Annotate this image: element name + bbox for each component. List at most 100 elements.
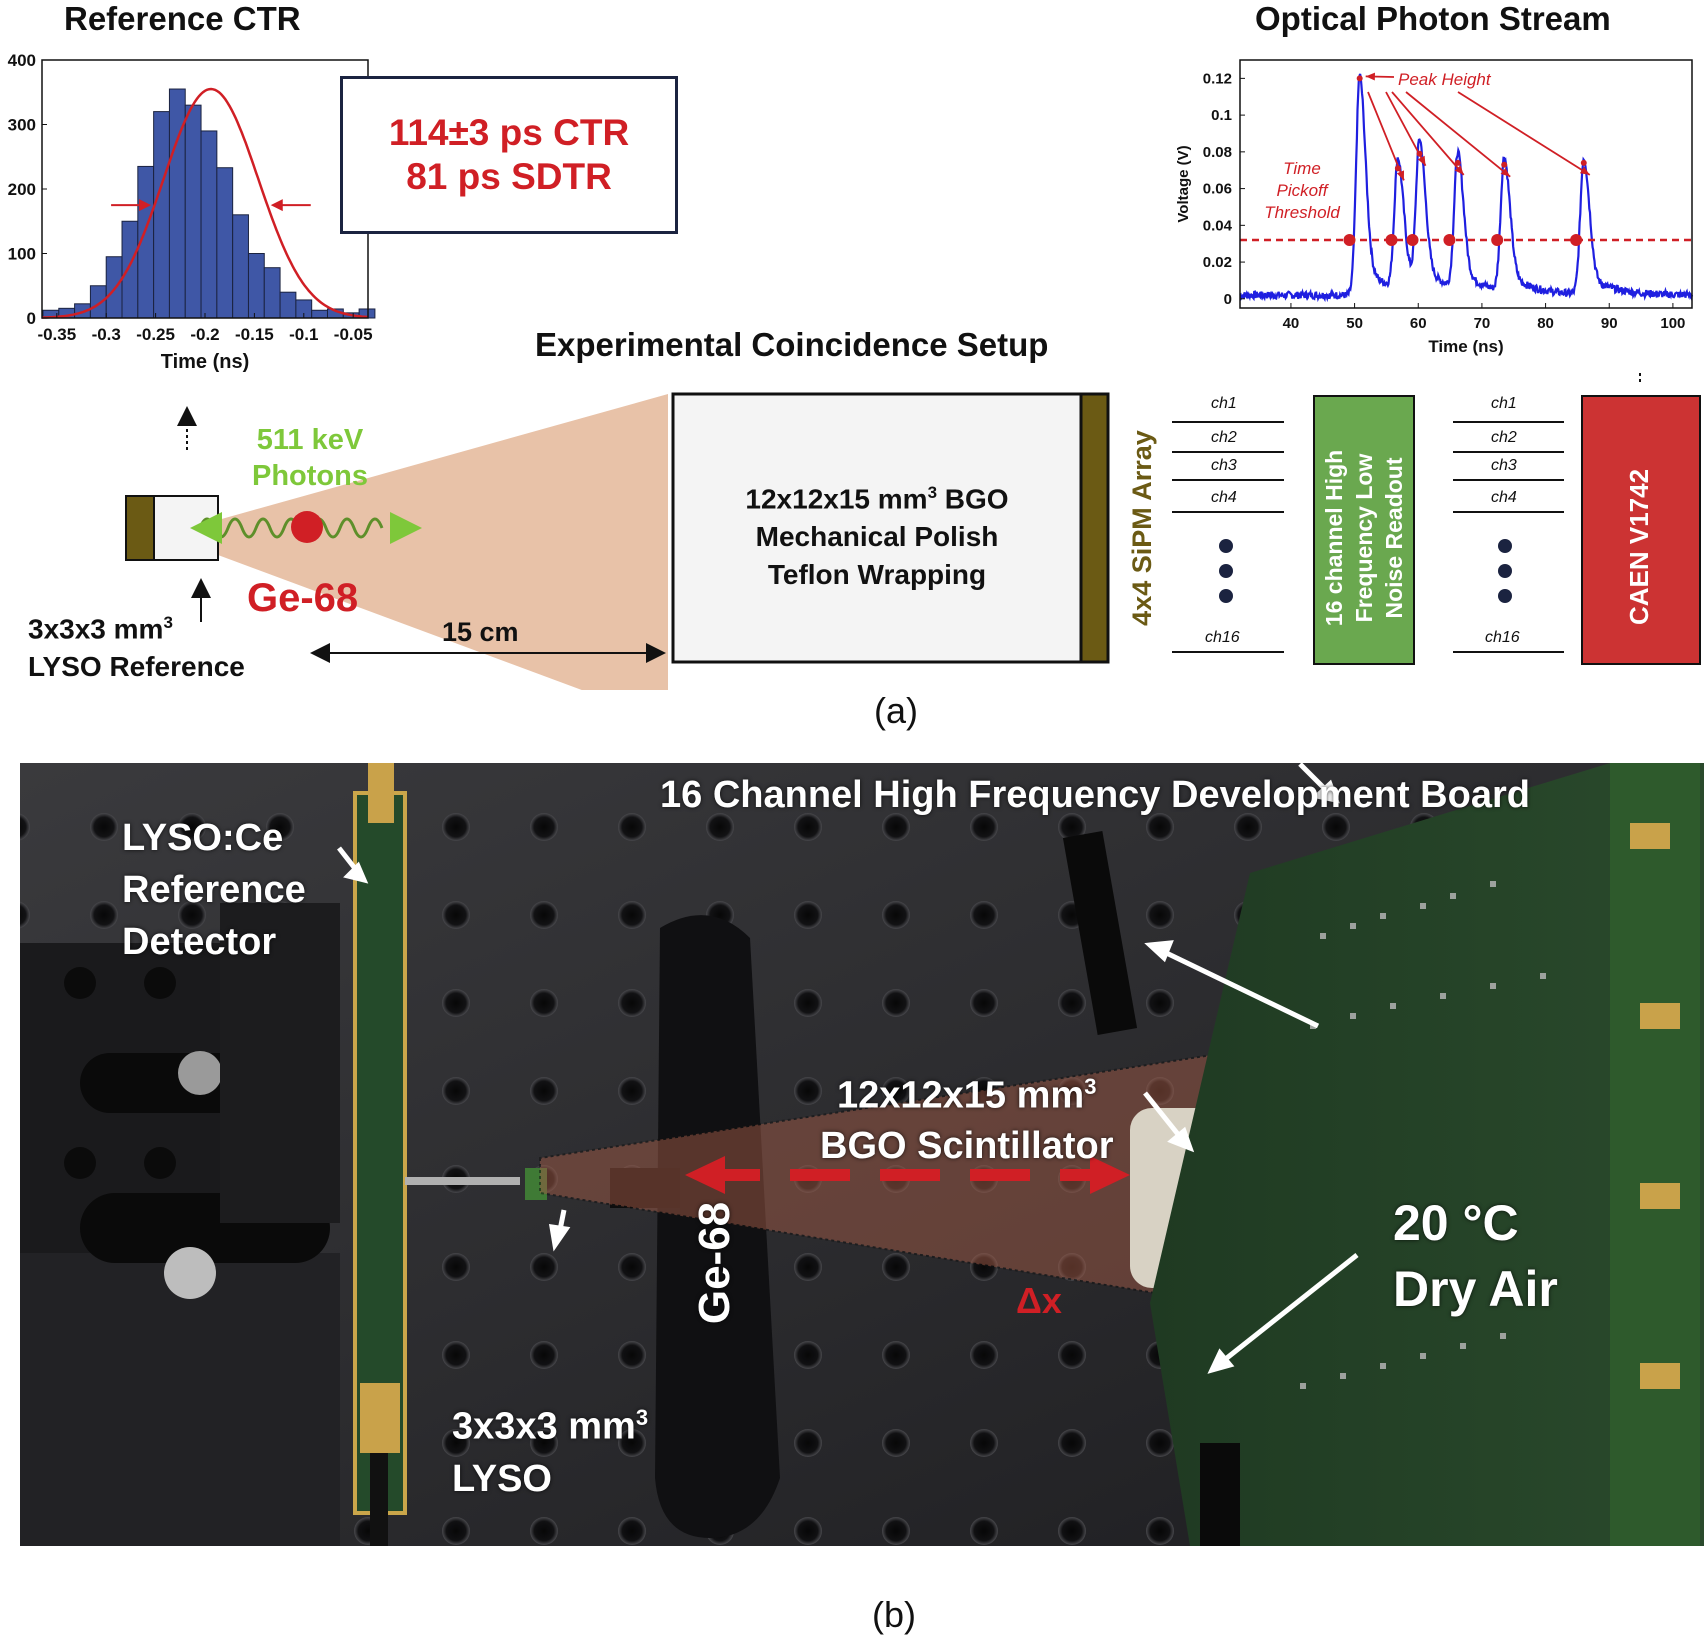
threshold-crossing-point xyxy=(1570,234,1583,247)
channel-label: ch2 xyxy=(1491,429,1517,446)
ctr-chart-title: Reference CTR xyxy=(64,0,301,37)
panel-b-caption: (b) xyxy=(872,1594,916,1635)
peak-arrow xyxy=(1367,91,1405,181)
threshold-label: Threshold xyxy=(1264,203,1340,222)
channel-label: ch1 xyxy=(1211,395,1237,412)
peak-arrowhead xyxy=(1417,155,1426,166)
channel-label: ch3 xyxy=(1491,457,1517,474)
x-tick-label: -0.35 xyxy=(37,325,76,344)
panel-a-caption: (a) xyxy=(874,690,918,731)
ge68-source xyxy=(291,511,323,543)
histogram-bar xyxy=(216,167,234,319)
histogram-bar xyxy=(263,267,281,319)
readout-board-box xyxy=(1313,395,1415,665)
waveform-line xyxy=(1239,73,1694,303)
peak-arrowhead xyxy=(1500,167,1511,177)
y-tick-label: 0.08 xyxy=(1203,144,1232,161)
histogram-bar xyxy=(184,104,202,319)
peak-point xyxy=(1356,75,1363,82)
y-tick-label: 0 xyxy=(1224,291,1232,308)
y-tick-label: 0.06 xyxy=(1203,181,1232,198)
x-axis-label: Time (ns) xyxy=(1428,337,1503,356)
x-axis-label: Time (ns) xyxy=(161,351,250,373)
threshold-crossing-point xyxy=(1406,234,1419,247)
distance-label: 15 cm xyxy=(442,617,519,647)
gaussian-fit-curve xyxy=(41,87,369,319)
y-tick-label: 400 xyxy=(8,51,36,70)
fwhm-arrowhead-left xyxy=(139,199,152,212)
histogram-bar xyxy=(89,285,107,319)
x-tick-label: 80 xyxy=(1537,315,1554,332)
waveform-axes-frame xyxy=(1239,59,1693,309)
histogram-bar xyxy=(279,291,297,319)
peak-arrowhead xyxy=(1579,166,1590,175)
x-tick-label: -0.05 xyxy=(334,325,373,344)
peak-arrow xyxy=(1385,91,1427,167)
ctr-result-box: 114±3 ps CTR 81 ps SDTR xyxy=(340,76,678,234)
histogram-bar xyxy=(247,253,265,319)
x-tick-label: 100 xyxy=(1660,315,1685,332)
channel-label: ch2 xyxy=(1211,429,1237,446)
ctr-histogram-chart: 0100200300400-0.35-0.3-0.25-0.2-0.15-0.1… xyxy=(8,51,376,373)
peak-arrowhead xyxy=(1454,165,1464,175)
photon-wave xyxy=(198,517,384,539)
y-tick-label: 300 xyxy=(8,116,36,135)
x-tick-label: 40 xyxy=(1283,315,1300,332)
setup-title: Experimental Coincidence Setup xyxy=(535,326,1049,363)
x-tick-label: 90 xyxy=(1601,315,1618,332)
y-tick-label: 0 xyxy=(27,309,36,328)
x-tick-label: -0.3 xyxy=(92,325,121,344)
channel-label: ch3 xyxy=(1211,457,1237,474)
x-tick-label: 60 xyxy=(1410,315,1427,332)
dev-board-label: 16 Channel High Frequency Development Bo… xyxy=(660,774,1530,816)
dx-label: Δx xyxy=(1016,1280,1062,1321)
reference-detector-label: LYSO:Ce Reference Detector xyxy=(122,817,306,963)
bgo-crystal xyxy=(671,392,1083,664)
bgo-scintillator-label: 12x12x15 mm3 BGO Scintillator xyxy=(820,1074,1114,1167)
peak-arrowhead xyxy=(1396,170,1405,181)
lyso-reference-label: 3x3x3 mm3 LYSO Reference xyxy=(28,613,245,683)
threshold-label: Time xyxy=(1283,159,1321,178)
y-tick-label: 0.02 xyxy=(1203,254,1232,271)
x-tick-label: -0.2 xyxy=(190,325,219,344)
channel-label: ch4 xyxy=(1211,489,1237,506)
peak-point xyxy=(1501,161,1508,168)
temperature-label: 20 °C Dry Air xyxy=(1393,1195,1558,1317)
channel-label: ch16 xyxy=(1485,629,1520,646)
sipm-array-bar xyxy=(1079,392,1110,664)
x-tick-label: 70 xyxy=(1474,315,1491,332)
peak-arrowhead xyxy=(1365,72,1375,81)
histogram-bar xyxy=(311,309,328,319)
y-tick-label: 0.04 xyxy=(1203,217,1233,234)
peak-arrow xyxy=(1405,91,1511,178)
beam-cone xyxy=(218,394,668,690)
histogram-bar xyxy=(200,130,218,319)
histogram-bar xyxy=(232,214,249,319)
histogram-bar xyxy=(153,111,170,319)
sipm-array-label: 4x4 SiPM Array xyxy=(1127,430,1157,626)
fwhm-arrowhead-right xyxy=(270,199,283,212)
lyso-photo-label: 3x3x3 mm3 LYSO xyxy=(452,1405,649,1500)
threshold-crossing-point xyxy=(1491,234,1504,247)
channel-label: ch16 xyxy=(1205,629,1240,646)
y-tick-label: 100 xyxy=(8,245,36,264)
bgo-crystal-label: 12x12x15 mm3 BGO Mechanical Polish Teflo… xyxy=(745,483,1009,591)
threshold-crossing-point xyxy=(1343,234,1356,247)
peak-height-label: Peak Height xyxy=(1398,70,1492,89)
y-tick-label: 200 xyxy=(8,180,36,199)
ctr-value: 114±3 ps CTR xyxy=(388,112,630,153)
sdtr-value: 81 ps SDTR xyxy=(406,156,612,197)
threshold-label: Pickoff xyxy=(1276,181,1329,200)
channel-label: ch4 xyxy=(1491,489,1517,506)
y-tick-label: 0.12 xyxy=(1203,70,1232,87)
threshold-crossing-point xyxy=(1385,234,1398,247)
channel-label: ch1 xyxy=(1491,395,1517,412)
y-axis-label: Voltage (V) xyxy=(1175,145,1192,222)
threshold-crossing-point xyxy=(1443,234,1456,247)
peak-point xyxy=(1580,159,1587,166)
histogram-bar xyxy=(121,220,139,319)
ge68-label: Ge-68 xyxy=(247,576,359,620)
waveform-chart-title: Optical Photon Stream xyxy=(1255,0,1611,37)
readout-board-label: 16 channel High Frequency Low Noise Read… xyxy=(1321,449,1407,627)
